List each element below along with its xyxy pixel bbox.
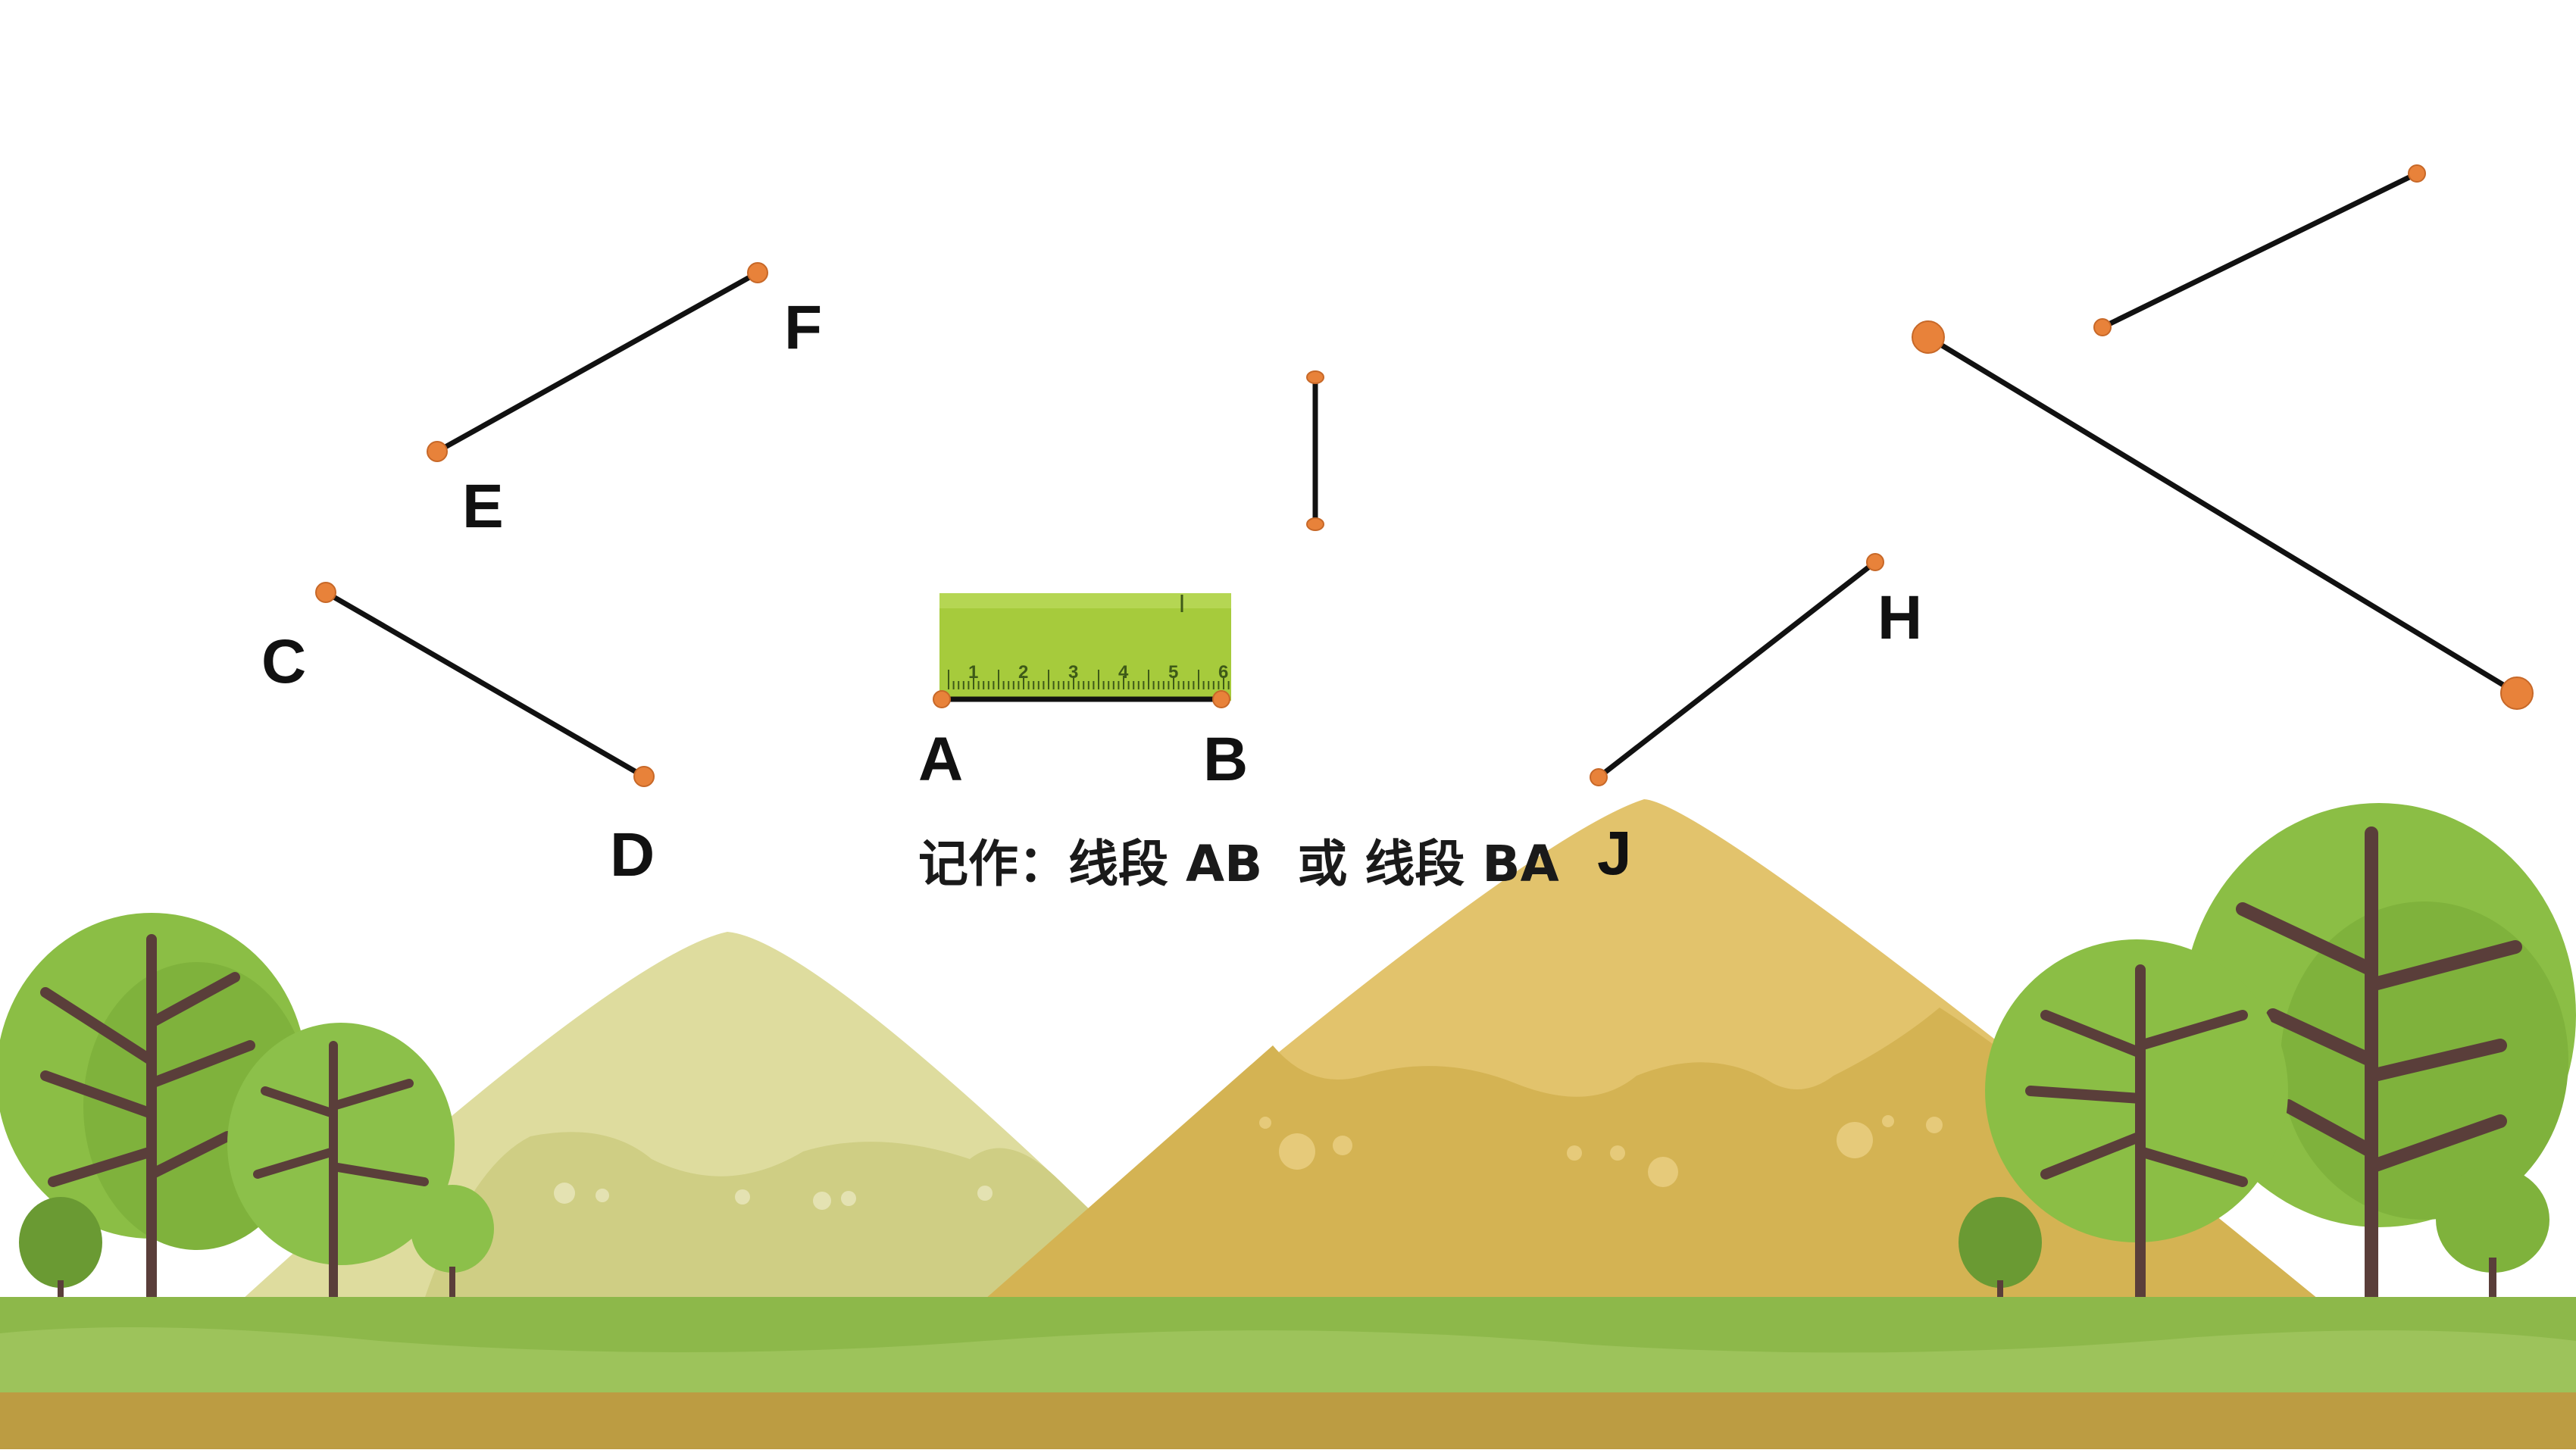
endpoint-vertical-bottom (1306, 517, 1324, 531)
tree-left-small-1 (19, 1197, 102, 1299)
point-label-F: F (784, 293, 823, 362)
endpoint-vertical-top (1306, 370, 1324, 384)
endpoint-top-right-2 (2408, 164, 2426, 183)
segment-JH (1590, 553, 1884, 786)
ground (0, 1297, 2576, 1449)
ruler-number-4: 4 (1118, 662, 1129, 683)
endpoint-A (933, 690, 951, 708)
tree-right-small-1 (1959, 1197, 2042, 1299)
segment-CD (315, 582, 655, 787)
endpoint-top-right-1 (2093, 318, 2112, 336)
segment-vertical (1306, 370, 1324, 531)
ruler-tick-group: 1 2 3 4 5 6 (948, 595, 1230, 689)
point-label-A: A (918, 725, 964, 794)
tree-right-medium (1985, 939, 2288, 1305)
tree-left-medium (227, 1023, 455, 1304)
point-label-D: D (610, 820, 655, 889)
endpoint-H (1866, 553, 1884, 571)
ruler-number-6: 6 (1218, 662, 1228, 683)
point-label-E: E (462, 472, 504, 541)
endpoint-long-right-1 (1912, 320, 1945, 354)
tree-right-small-2 (2436, 1167, 2549, 1299)
ruler-number-2: 2 (1018, 662, 1028, 683)
segment-AB (933, 690, 1230, 708)
tree-left-small-2 (411, 1185, 494, 1299)
endpoint-D (633, 766, 655, 787)
endpoint-J (1590, 768, 1608, 786)
segment-EF (427, 262, 768, 462)
endpoint-C (315, 582, 336, 603)
ruler-number-1: 1 (968, 662, 978, 683)
endpoint-long-right-2 (2500, 677, 2534, 710)
segment-long-right (1912, 320, 2534, 710)
segment-top-right (2093, 164, 2426, 336)
point-label-H: H (1877, 583, 1923, 652)
ruler: 1 2 3 4 5 6 (939, 593, 1231, 701)
tree-right-large (2182, 803, 2576, 1306)
ruler-number-3: 3 (1068, 662, 1078, 683)
ruler-number-5: 5 (1168, 662, 1178, 683)
point-label-B: B (1203, 725, 1249, 794)
endpoint-F (747, 262, 768, 283)
point-label-J: J (1597, 819, 1632, 888)
point-label-C: C (261, 627, 307, 696)
endpoint-B (1212, 690, 1230, 708)
endpoint-E (427, 441, 448, 462)
notation-caption: 记作：线段 AB 或 线段 BA (918, 835, 1559, 893)
